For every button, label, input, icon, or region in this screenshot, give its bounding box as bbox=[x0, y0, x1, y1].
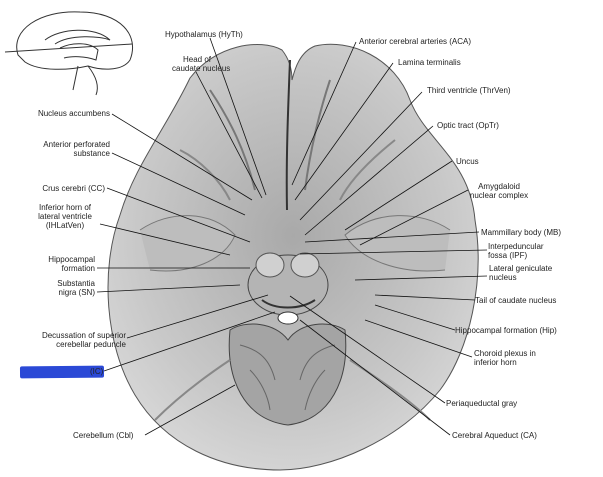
label-uncus: Uncus bbox=[456, 157, 479, 166]
label-mammillary-body: Mammillary body (MB) bbox=[481, 228, 561, 237]
label-inferior-horn: Inferior horn of lateral ventricle (IHLa… bbox=[30, 203, 100, 230]
label-inferior-horn-line1: Inferior horn of bbox=[30, 203, 100, 212]
label-interpeduncular: Interpeduncular fossa (IPF) bbox=[488, 242, 544, 260]
label-amygdaloid-line1: Amygdaloid bbox=[468, 182, 530, 191]
label-choroid-plexus: Choroid plexus in inferior horn bbox=[474, 349, 536, 367]
label-decussation-line1: Decussation of superior bbox=[4, 331, 126, 340]
label-hippocampal-left-line1: Hippocampal bbox=[30, 255, 95, 264]
label-lamina-terminalis: Lamina terminalis bbox=[398, 58, 461, 67]
label-head-caudate-line1: Head of bbox=[172, 55, 222, 64]
label-hippocampal-left: Hippocampal formation bbox=[30, 255, 95, 273]
label-aca: Anterior cerebral arteries (ACA) bbox=[359, 37, 471, 46]
label-inferior-horn-line2: lateral ventricle bbox=[30, 212, 100, 221]
label-lateral-geniculate: Lateral geniculate nucleus bbox=[489, 264, 552, 282]
label-ant-perforated-line2: substance bbox=[30, 149, 110, 158]
label-inferior-colliculus: (IC) bbox=[90, 367, 103, 376]
label-choroid-plexus-line2: inferior horn bbox=[474, 358, 536, 367]
label-cerebellum: Cerebellum (Cbl) bbox=[73, 431, 133, 440]
brain-base bbox=[108, 44, 478, 470]
label-amygdaloid: Amygdaloid nuclear complex bbox=[468, 182, 530, 200]
label-amygdaloid-line2: nuclear complex bbox=[468, 191, 530, 200]
label-lateral-geniculate-line2: nucleus bbox=[489, 273, 552, 282]
label-hypothalamus: Hypothalamus (HyTh) bbox=[165, 30, 243, 39]
label-cerebral-aqueduct: Cerebral Aqueduct (CA) bbox=[452, 431, 537, 440]
label-optic-tract: Optic tract (OpTr) bbox=[437, 121, 499, 130]
label-hippocampal-left-line2: formation bbox=[30, 264, 95, 273]
label-nucleus-accumbens: Nucleus accumbens bbox=[30, 109, 110, 118]
label-periaqueductal: Periaqueductal gray bbox=[446, 399, 517, 408]
label-substantia-nigra-line1: Substantia bbox=[30, 279, 95, 288]
label-decussation-line2: cerebellar peduncle bbox=[4, 340, 126, 349]
label-third-ventricle: Third ventricle (ThrVen) bbox=[427, 86, 511, 95]
label-decussation: Decussation of superior cerebellar pedun… bbox=[4, 331, 126, 349]
label-crus-cerebri: Crus cerebri (CC) bbox=[30, 184, 105, 193]
label-tail-caudate: Tail of caudate nucleus bbox=[475, 296, 556, 305]
sagittal-inset-sketch bbox=[5, 12, 133, 95]
label-substantia-nigra-line2: nigra (SN) bbox=[30, 288, 95, 297]
label-substantia-nigra: Substantia nigra (SN) bbox=[30, 279, 95, 297]
label-ant-perforated-line1: Anterior perforated bbox=[30, 140, 110, 149]
label-choroid-plexus-line1: Choroid plexus in bbox=[474, 349, 536, 358]
label-ant-perforated: Anterior perforated substance bbox=[30, 140, 110, 158]
label-head-caudate-line2: caudate nucleus bbox=[172, 64, 222, 73]
label-interpeduncular-line2: fossa (IPF) bbox=[488, 251, 544, 260]
label-head-caudate: Head of caudate nucleus bbox=[172, 55, 222, 73]
label-inferior-horn-line3: (IHLatVen) bbox=[30, 221, 100, 230]
label-lateral-geniculate-line1: Lateral geniculate bbox=[489, 264, 552, 273]
label-interpeduncular-line1: Interpeduncular bbox=[488, 242, 544, 251]
label-hippocampal-right: Hippocampal formation (Hip) bbox=[455, 326, 557, 335]
